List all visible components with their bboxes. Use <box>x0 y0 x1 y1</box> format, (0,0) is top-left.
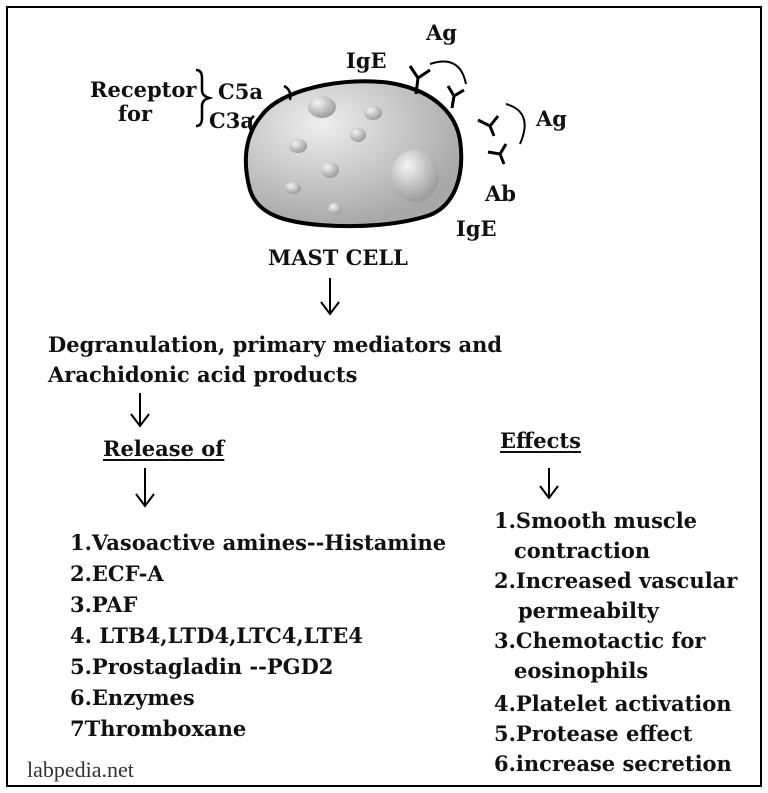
step-line-2: Arachidonic acid products <box>48 362 358 387</box>
arrow-down-3 <box>135 468 155 508</box>
receptor-brace <box>195 68 214 128</box>
release-item: 4. LTB4,LTD4,LTC4,LTE4 <box>70 623 364 648</box>
granule <box>321 162 339 178</box>
nucleus <box>391 150 439 202</box>
ige-label-top: IgE <box>346 48 387 73</box>
ige-antibody-right <box>477 103 526 165</box>
granule <box>285 182 301 194</box>
c5a-label: C5a <box>218 79 263 104</box>
granule <box>350 128 366 142</box>
arrow-down-2 <box>130 393 150 428</box>
c3a-label: C3a <box>209 108 254 133</box>
step-line-1: Degranulation, primary mediators and <box>48 332 503 357</box>
effects-heading: Effects <box>500 428 581 453</box>
effect-line: eosinophils <box>514 658 649 683</box>
granule <box>289 139 307 153</box>
release-heading: Release of <box>103 436 225 461</box>
effect-line: 2.Increased vascular <box>494 568 738 593</box>
effect-line: 6.increase secretion <box>494 751 732 776</box>
mast-cell-title: MAST CELL <box>268 245 408 270</box>
effect-line: 4.Platelet activation <box>494 691 732 716</box>
ag-label-top: Ag <box>426 20 457 45</box>
ag-label-right: Ag <box>536 106 567 131</box>
granule <box>308 96 336 118</box>
effect-line: contraction <box>514 538 651 563</box>
release-item: 6.Enzymes <box>70 685 195 710</box>
arrow-down-1 <box>320 278 340 316</box>
effect-line: 5.Protease effect <box>494 721 693 746</box>
ab-label: Ab <box>485 181 516 206</box>
release-item: 5.Prostagladin --PGD2 <box>70 654 334 679</box>
c5a-receptor <box>283 84 292 101</box>
release-item: 2.ECF-A <box>70 561 164 586</box>
effect-line: permeabilty <box>518 598 659 623</box>
effect-line: 1.Smooth muscle <box>494 508 698 533</box>
diagram-frame <box>6 6 762 787</box>
arrow-down-4 <box>539 468 559 500</box>
ige-antibody-top <box>408 60 467 109</box>
granule <box>364 106 382 120</box>
receptor-for-label: for <box>118 101 153 126</box>
mast-cell-body <box>243 79 464 229</box>
granule <box>328 203 342 215</box>
release-item: 3.PAF <box>70 592 138 617</box>
release-item: 1.Vasoactive amines--Histamine <box>70 530 447 555</box>
receptor-label: Receptor <box>90 77 197 102</box>
effect-line: 3.Chemotactic for <box>494 628 706 653</box>
ige-label-right: IgE <box>456 216 497 241</box>
release-item: 7Thromboxane <box>70 716 247 741</box>
c3a-receptor <box>248 115 255 133</box>
source-watermark: labpedia.net <box>27 757 134 782</box>
